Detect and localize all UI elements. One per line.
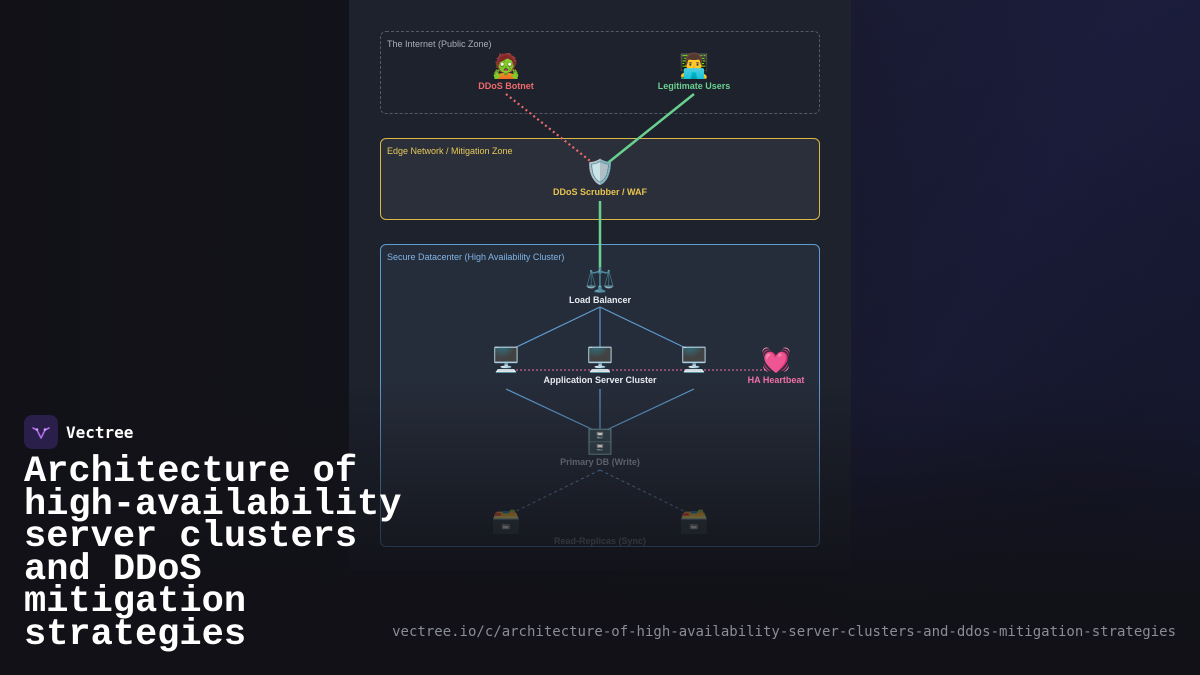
node-app-server-2: 🖥️ Application Server Cluster [543,346,656,385]
zone-internet: The Internet (Public Zone) [380,31,820,114]
card-file-box-icon: 🗃️ [679,507,709,535]
edge-app3-db [599,388,695,434]
node-users-label: Legitimate Users [657,81,731,91]
node-replica-1: 🗃️ [491,507,521,535]
node-replica-2: 🗃️ [679,507,709,535]
node-replication-label: Read-Replicas (Sync) [553,536,647,546]
edge-botnet-scrubber [505,93,595,165]
node-primary-db: 🗄️ Primary DB (Write) [560,428,640,467]
node-primary-db-label: Primary DB (Write) [560,457,640,467]
zone-datacenter-label: Secure Datacenter (High Availability Clu… [387,252,565,262]
zone-edge-label: Edge Network / Mitigation Zone [387,146,513,156]
brand: Vectree [24,415,133,449]
edge-balancer-app1 [505,306,601,353]
zombie-icon: 🧟 [491,52,521,80]
node-load-balancer-label: Load Balancer [568,295,632,305]
node-users: 👨‍💻 Legitimate Users [658,52,731,91]
file-cabinet-icon: 🗄️ [585,428,615,456]
source-url[interactable]: vectree.io/c/architecture-of-high-availa… [392,624,1176,640]
desktop-computer-icon: 🖥️ [585,346,615,374]
beating-heart-icon: 💓 [761,346,791,374]
node-botnet: 🧟 DDoS Botnet [478,52,534,91]
node-app-server-1: 🖥️ [491,346,521,374]
edge-app1-db [505,388,601,434]
shield-icon: 🛡️ [585,158,615,186]
node-app-cluster-label: Application Server Cluster [543,375,657,385]
node-scrubber-label: DDoS Scrubber / WAF [552,187,648,197]
vectree-logo-icon [24,415,58,449]
technologist-icon: 👨‍💻 [679,52,709,80]
page-title: Architecture of high-availability server… [24,451,402,656]
node-heartbeat-label: HA Heartbeat [747,375,805,385]
edge-balancer-app3 [599,306,695,353]
desktop-computer-icon: 🖥️ [679,346,709,374]
node-heartbeat: 💓 HA Heartbeat [748,346,805,385]
node-load-balancer: ⚖️ Load Balancer [569,266,631,305]
node-botnet-label: DDoS Botnet [478,81,534,91]
card-file-box-icon: 🗃️ [491,507,521,535]
zone-internet-label: The Internet (Public Zone) [387,39,492,49]
node-app-server-3: 🖥️ [679,346,709,374]
brand-name: Vectree [66,422,134,442]
edge-users-scrubber [603,93,695,167]
node-scrubber: 🛡️ DDoS Scrubber / WAF [553,158,647,197]
balance-scale-icon: ⚖️ [585,266,615,294]
desktop-computer-icon: 🖥️ [491,346,521,374]
node-replication: · Read-Replicas (Sync) [554,507,646,546]
